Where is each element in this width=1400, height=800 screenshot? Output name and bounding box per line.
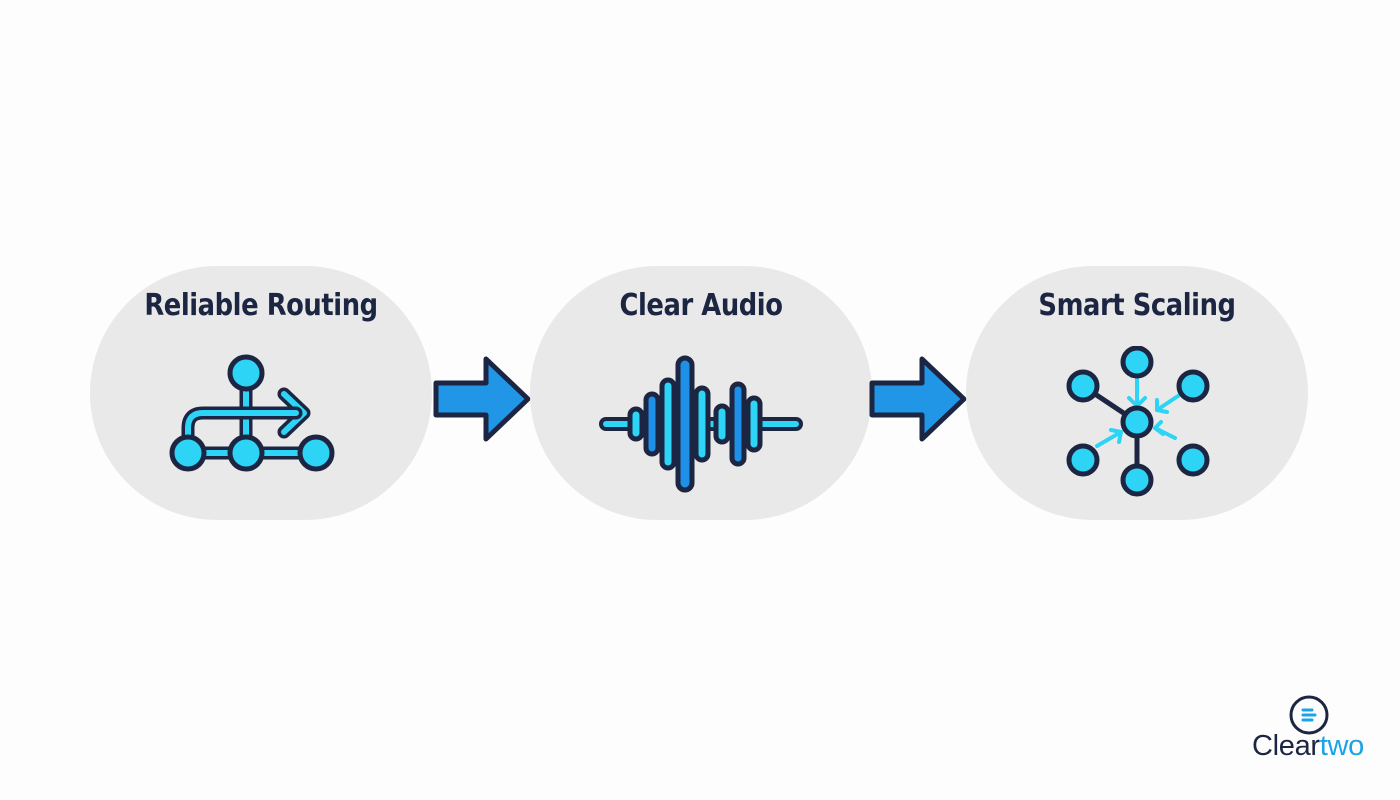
scaling-network-icon [1066, 346, 1210, 497]
step-clear-audio: Clear Audio [530, 266, 872, 520]
flow-arrow-icon [433, 356, 531, 442]
step-reliable-routing: Reliable Routing [90, 266, 432, 520]
step-smart-scaling: Smart Scaling [966, 266, 1308, 520]
step-title: Clear Audio [619, 288, 783, 323]
brand-logo-icon [1289, 695, 1329, 735]
flow-arrow-icon [869, 356, 967, 442]
step-title: Reliable Routing [144, 288, 378, 323]
brand-name-part1: Clear [1251, 730, 1320, 762]
audio-waveform-icon [599, 355, 803, 493]
brand-name-part2: two [1319, 730, 1365, 762]
brand-logo: Cleartwo [1238, 692, 1378, 772]
step-title: Smart Scaling [1038, 288, 1236, 323]
routing-icon [169, 354, 335, 472]
brand-name: Cleartwo [1238, 730, 1378, 763]
